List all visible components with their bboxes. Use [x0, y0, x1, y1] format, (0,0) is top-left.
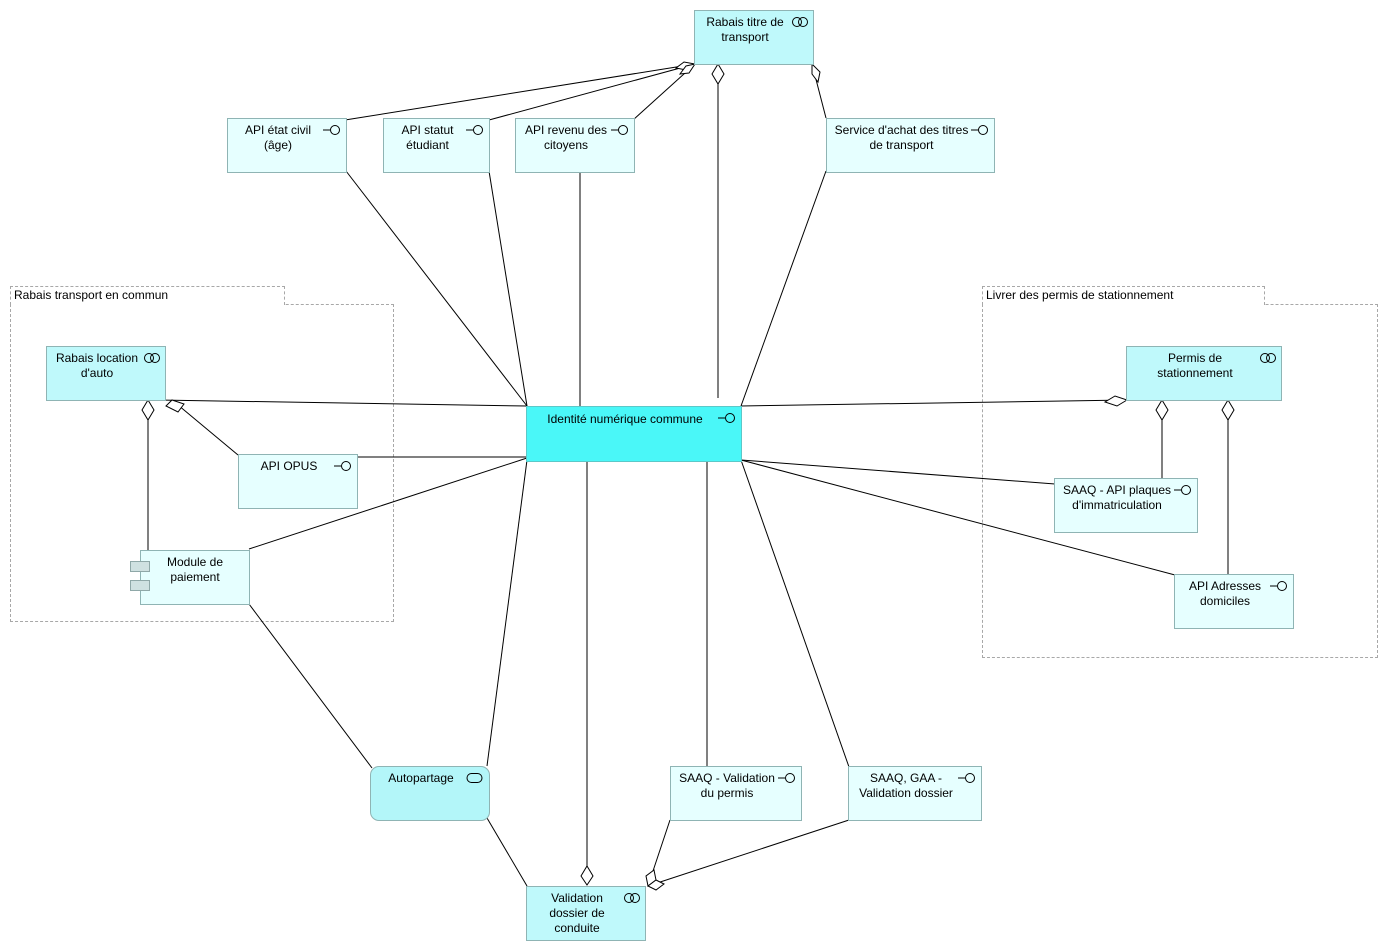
group-rabais-transport-label: Rabais transport en commun — [10, 286, 285, 305]
node-label: API statut étudiant — [401, 123, 454, 152]
service-icon — [144, 353, 160, 363]
node-label: SAAQ, GAA - Validation dossier — [859, 771, 953, 800]
node-api-adresses-domiciles[interactable]: API Adresses domiciles — [1174, 574, 1294, 629]
interface-icon — [334, 461, 351, 471]
node-identite-numerique[interactable]: Identité numérique commune — [526, 406, 742, 462]
node-api-revenu-citoyens[interactable]: API revenu des citoyens — [515, 118, 635, 173]
node-label: API état civil (âge) — [244, 123, 312, 152]
node-service-achat-titres[interactable]: Service d'achat des titres de transport — [826, 118, 995, 173]
node-label: Autopartage — [388, 771, 454, 785]
process-icon — [466, 773, 483, 783]
node-label: Rabais location d'auto — [55, 351, 139, 380]
node-label: API OPUS — [260, 459, 318, 473]
node-label: Module de paiement — [166, 555, 224, 584]
node-saaq-validation-permis[interactable]: SAAQ - Validation du permis — [670, 766, 802, 821]
interface-icon — [611, 125, 628, 135]
node-label: Rabais titre de transport — [706, 15, 784, 44]
node-label: API revenu des citoyens — [524, 123, 608, 152]
node-saaq-api-plaques[interactable]: SAAQ - API plaques d'immatriculation — [1054, 478, 1198, 533]
service-icon — [1260, 353, 1276, 363]
node-label: SAAQ - API plaques d'immatriculation — [1062, 483, 1172, 512]
node-api-etat-civil[interactable]: API état civil (âge) — [227, 118, 347, 173]
node-rabais-titre-transport[interactable]: Rabais titre de transport — [694, 10, 814, 65]
interface-icon — [466, 125, 483, 135]
node-rabais-location-auto[interactable]: Rabais location d'auto — [46, 346, 166, 401]
component-icon — [130, 580, 150, 591]
node-label: API Adresses domiciles — [1188, 579, 1262, 608]
node-label: Service d'achat des titres de transport — [834, 123, 969, 152]
interface-icon — [1174, 485, 1191, 495]
node-label: Identité numérique commune — [547, 412, 703, 426]
node-validation-dossier-conduite[interactable]: Validation dossier de conduite — [526, 886, 646, 941]
node-label: Permis de stationnement — [1157, 351, 1233, 380]
node-module-paiement[interactable]: Module de paiement — [140, 550, 250, 605]
interface-icon — [778, 773, 795, 783]
interface-icon — [718, 413, 735, 423]
service-icon — [624, 893, 640, 903]
node-api-opus[interactable]: API OPUS — [238, 454, 358, 509]
node-label: SAAQ - Validation du permis — [679, 771, 775, 800]
interface-icon — [971, 125, 988, 135]
component-icon — [130, 561, 150, 572]
node-api-statut-etudiant[interactable]: API statut étudiant — [383, 118, 490, 173]
interface-icon — [323, 125, 340, 135]
node-autopartage[interactable]: Autopartage — [370, 766, 490, 821]
node-permis-stationnement[interactable]: Permis de stationnement — [1126, 346, 1282, 401]
node-saaq-gaa-validation[interactable]: SAAQ, GAA - Validation dossier — [848, 766, 982, 821]
group-permis-stationnement-label: Livrer des permis de stationnement — [982, 286, 1265, 305]
node-label: Validation dossier de conduite — [549, 891, 605, 935]
service-icon — [792, 17, 808, 27]
interface-icon — [958, 773, 975, 783]
interface-icon — [1270, 581, 1287, 591]
